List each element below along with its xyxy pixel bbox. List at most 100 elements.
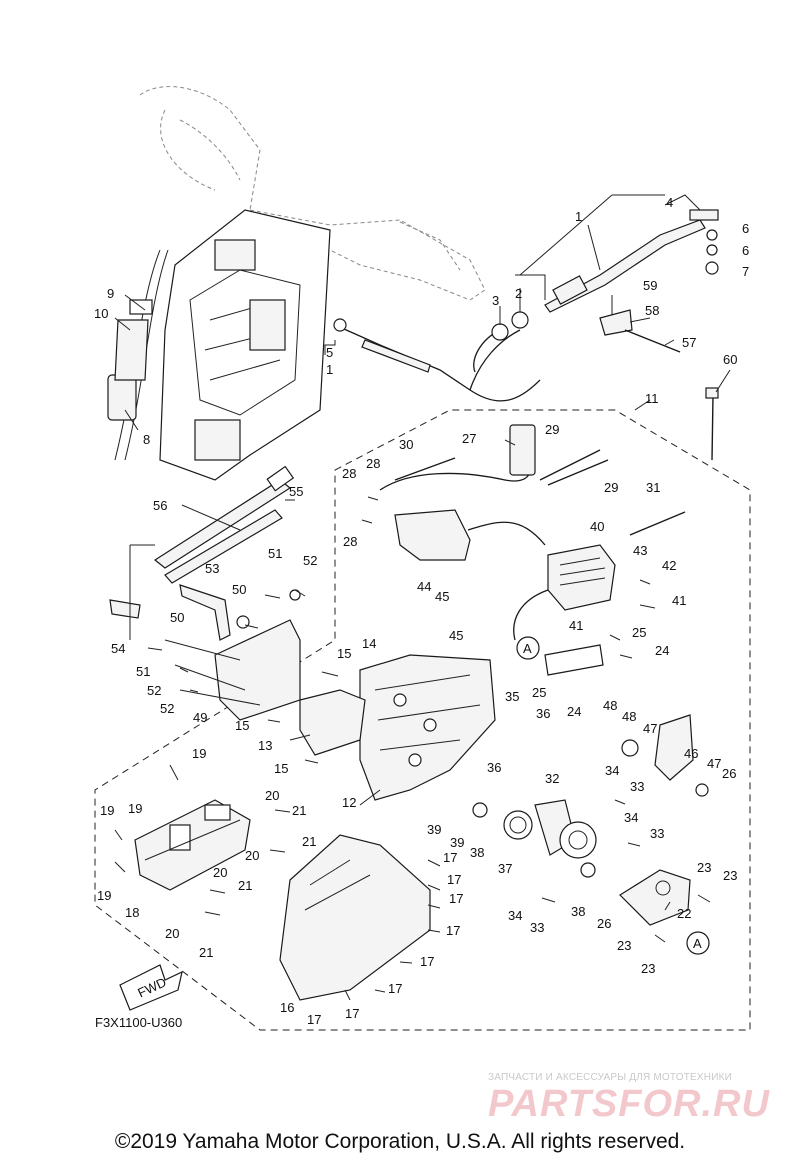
callout-28: 28 (366, 456, 380, 471)
callout-15: 15 (337, 646, 351, 661)
callout-51: 51 (136, 664, 150, 679)
callout-51: 51 (268, 546, 282, 561)
callout-15: 15 (235, 718, 249, 733)
callout-46: 46 (684, 746, 698, 761)
callout-30: 30 (399, 437, 413, 452)
throttle-cable (333, 209, 719, 402)
callout-52: 52 (160, 701, 174, 716)
callout-48: 48 (603, 698, 617, 713)
callout-58: 58 (645, 303, 659, 318)
callout-23: 23 (697, 860, 711, 875)
callout-24: 24 (655, 643, 669, 658)
callout-25: 25 (632, 625, 646, 640)
callouts: 1 1 2 3 4 5 6 6 7 8 9 10 11 12 13 14 15 … (94, 195, 749, 1027)
callout-2: 2 (515, 286, 522, 301)
left-grip-parts (107, 299, 153, 421)
callout-17: 17 (307, 1012, 321, 1027)
callout-23: 23 (617, 938, 631, 953)
fwd-arrow-badge: FWD (119, 964, 183, 1011)
cable-ties-upper (599, 295, 719, 461)
lower-cover-16 (279, 834, 431, 1001)
handlebar-assembly (114, 86, 486, 481)
callout-18: 18 (125, 905, 139, 920)
ref-marker-circle-1 (516, 636, 540, 660)
callout-26: 26 (597, 916, 611, 931)
callout-53: 53 (205, 561, 219, 576)
assembly-boundary-11 (94, 409, 751, 1031)
callout-1: 1 (575, 209, 582, 224)
callout-12: 12 (342, 795, 356, 810)
callout-35: 35 (505, 689, 519, 704)
callout-45: 45 (435, 589, 449, 604)
callout-38: 38 (470, 845, 484, 860)
callout-17: 17 (447, 872, 461, 887)
callout-23: 23 (641, 961, 655, 976)
callout-40: 40 (590, 519, 604, 534)
callout-19: 19 (192, 746, 206, 761)
callout-47: 47 (707, 756, 721, 771)
callout-36: 36 (487, 760, 501, 775)
callout-19: 19 (100, 803, 114, 818)
callout-25: 25 (532, 685, 546, 700)
callout-11: 11 (645, 391, 659, 406)
callout-52: 52 (147, 683, 161, 698)
callout-1: 1 (326, 362, 333, 377)
watermark-tagline: ЗАПЧАСТИ И АКСЕССУАРЫ ДЛЯ МОТОТЕХНИКИ (488, 1072, 733, 1083)
callout-44: 44 (417, 579, 431, 594)
callout-15: 15 (274, 761, 288, 776)
callout-33: 33 (630, 779, 644, 794)
callout-24: 24 (567, 704, 581, 719)
callout-42: 42 (662, 558, 676, 573)
callout-17: 17 (449, 891, 463, 906)
callout-14: 14 (362, 636, 376, 651)
callout-34: 34 (605, 763, 619, 778)
ref-marker-a-2: A (693, 936, 702, 951)
callout-17: 17 (388, 981, 402, 996)
callout-17: 17 (420, 954, 434, 969)
callout-47: 47 (643, 721, 657, 736)
callout-50: 50 (170, 610, 184, 625)
callout-31: 31 (646, 480, 660, 495)
callout-55: 55 (289, 484, 303, 499)
callout-33: 33 (650, 826, 664, 841)
wiring-harness-upper (379, 424, 686, 561)
callout-59: 59 (643, 278, 657, 293)
callout-50: 50 (232, 582, 246, 597)
ref-marker-a-1: A (523, 641, 532, 656)
callout-39: 39 (450, 835, 464, 850)
callout-21: 21 (238, 878, 252, 893)
callout-17: 17 (443, 850, 457, 865)
callout-22: 22 (677, 906, 691, 921)
callout-28: 28 (343, 534, 357, 549)
linkage-rods (109, 465, 301, 641)
control-module-40 (513, 544, 616, 676)
callout-10: 10 (94, 306, 108, 321)
ref-marker-circle-2 (686, 931, 710, 955)
callout-38: 38 (571, 904, 585, 919)
callout-7: 7 (742, 264, 749, 279)
callout-20: 20 (245, 848, 259, 863)
callout-21: 21 (302, 834, 316, 849)
callout-33: 33 (530, 920, 544, 935)
callout-34: 34 (508, 908, 522, 923)
callout-6: 6 (742, 243, 749, 258)
callout-43: 43 (633, 543, 647, 558)
callout-52: 52 (303, 553, 317, 568)
callout-34: 34 (624, 810, 638, 825)
copyright-notice: ©2019 Yamaha Motor Corporation, U.S.A. A… (114, 1130, 686, 1153)
callout-60: 60 (723, 352, 737, 367)
leader-lines (114, 194, 731, 911)
callout-56: 56 (153, 498, 167, 513)
callout-26: 26 (722, 766, 736, 781)
callout-20: 20 (265, 788, 279, 803)
callout-21: 21 (199, 945, 213, 960)
callout-8: 8 (143, 432, 150, 447)
callout-48: 48 (622, 709, 636, 724)
motor-gear-assembly (472, 714, 709, 926)
callout-41: 41 (569, 618, 583, 633)
callout-41: 41 (672, 593, 686, 608)
callout-17: 17 (446, 923, 460, 938)
drawing-code: F3X1100-U360 (95, 1015, 182, 1030)
actuator-bracket-12 (164, 619, 496, 801)
